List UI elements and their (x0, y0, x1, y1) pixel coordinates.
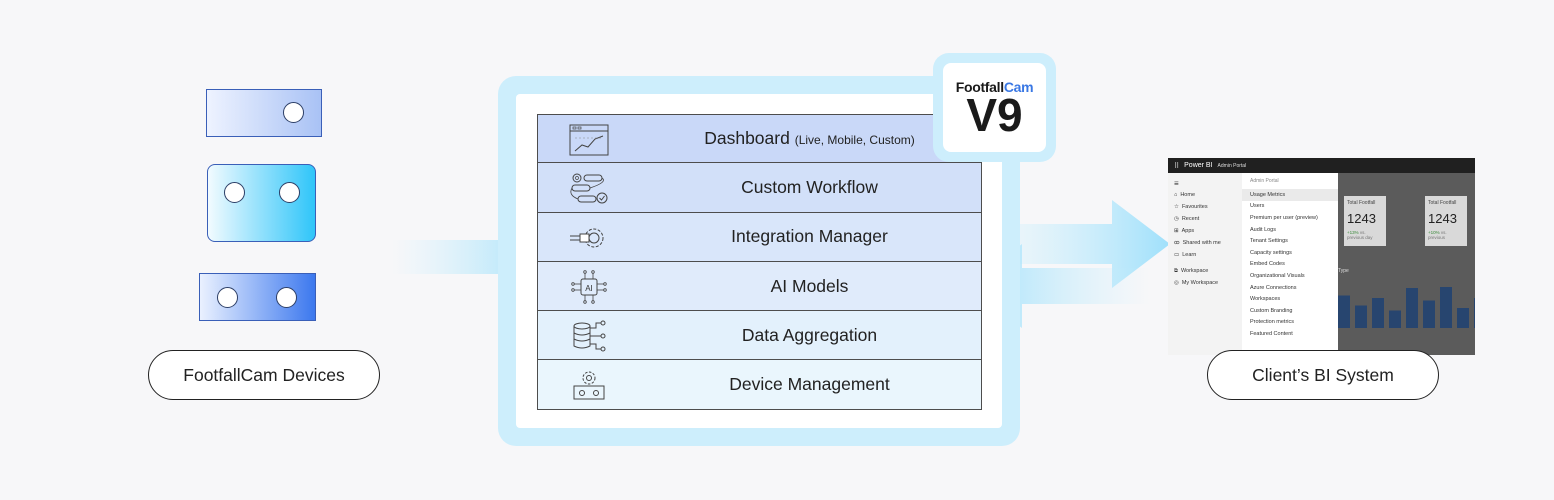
apps-icon: ⊞ (1174, 228, 1179, 234)
bi-top-bar: ⠿ Power BI Admin Portal (1168, 158, 1475, 173)
version-number: V9 (966, 89, 1023, 141)
nav-item: ◷Recent (1174, 216, 1200, 222)
bi-bar (1372, 298, 1384, 328)
bi-bar (1423, 300, 1435, 328)
sensor-lens (276, 287, 297, 308)
bi-bar (1457, 308, 1469, 328)
bi-app-title: Power BI (1184, 162, 1213, 169)
people-icon: ꝏ (1174, 240, 1180, 246)
device-management-icon (573, 371, 605, 400)
sensor-lens (283, 102, 304, 123)
module-data-aggregation: Data Aggregation (537, 311, 982, 361)
nav-item: ☆Favourites (1174, 204, 1208, 210)
module-label: Integration Manager (731, 226, 888, 247)
integration-icon (570, 228, 604, 248)
version-badge-panel: FootfallCam V9 (943, 63, 1046, 152)
workspace-icon: ◎ (1174, 280, 1179, 286)
brand-part2: Cam (1003, 79, 1034, 95)
bi-app-subtitle: Admin Portal (1217, 162, 1247, 169)
module-integration-manager: Integration Manager (537, 212, 982, 262)
workflow-icon (570, 173, 608, 204)
module-ai-models: AI AI Models (537, 261, 982, 312)
brand-logo: FootfallCam (943, 79, 1046, 95)
kpi-card: Total Footfall 1243 +10% vs. previous (1425, 196, 1467, 246)
hamburger-icon: ≡ (1174, 178, 1179, 188)
footfallcam-device-1 (206, 89, 322, 137)
module-label: AI Models (770, 275, 849, 296)
bi-bar (1440, 287, 1452, 328)
bi-system-label: Client’s BI System (1207, 350, 1439, 400)
brand-part1: Footfall (955, 79, 1004, 95)
admin-menu-item: Workspaces (1250, 296, 1281, 303)
nav-item: ◎My Workspace (1174, 280, 1219, 286)
admin-menu-item: Premium per user (preview) (1250, 214, 1318, 221)
dashboard-icon (569, 124, 609, 156)
bi-system-screenshot: ⠿ Power BI Admin Portal ≡ ⌂Home ☆Favouri… (1168, 158, 1475, 355)
admin-menu-item: Audit Logs (1250, 226, 1276, 233)
bi-menu-header: Admin Portal (1250, 178, 1279, 184)
nav-item: ⧉Workspace (1174, 267, 1209, 275)
bi-bar (1474, 298, 1475, 328)
clock-icon: ◷ (1174, 216, 1179, 222)
workspace-icon: ⧉ (1174, 267, 1178, 274)
database-icon (573, 320, 606, 352)
svg-text:AI: AI (585, 284, 593, 293)
devices-label: FootfallCam Devices (148, 350, 380, 400)
nav-item: ⌂Home (1174, 192, 1195, 198)
ai-icon: AI (571, 270, 607, 304)
home-icon: ⌂ (1174, 192, 1178, 198)
kpi-card: Total Footfall 1243 +13% vs. previous da… (1344, 196, 1386, 246)
admin-menu-item: Usage Metrics (1242, 189, 1338, 201)
nav-item: ▭Learn (1174, 252, 1197, 258)
admin-menu-item: Embed Codes (1250, 261, 1285, 268)
admin-menu-item: Organizational Visuals (1250, 272, 1305, 279)
module-stack: Dashboard (Live, Mobile, Custom) Custom … (537, 114, 982, 410)
book-icon: ▭ (1174, 252, 1180, 258)
module-device-management: Device Management (537, 360, 982, 410)
bi-bar (1406, 288, 1418, 328)
bi-bar (1338, 295, 1350, 328)
module-custom-workflow: Custom Workflow (537, 163, 982, 213)
module-sublabel: (Live, Mobile, Custom) (794, 133, 915, 148)
app-launcher-icon: ⠿ (1174, 162, 1180, 170)
bi-bar (1389, 310, 1401, 328)
nav-item: ⊞Apps (1174, 228, 1195, 234)
star-icon: ☆ (1174, 204, 1179, 210)
admin-menu-item: Azure Connections (1250, 284, 1297, 291)
arrow-platform-to-bi (1020, 200, 1170, 288)
sensor-lens (224, 182, 245, 203)
admin-menu-item: Users (1250, 203, 1265, 210)
sensor-lens (279, 182, 300, 203)
module-dashboard: Dashboard (Live, Mobile, Custom) (537, 114, 982, 164)
footfallcam-device-3 (199, 273, 316, 321)
chart-caption: Type (1338, 268, 1349, 274)
module-label: Dashboard (704, 128, 790, 149)
module-label: Data Aggregation (741, 324, 878, 345)
admin-menu-item: Tenant Settings (1250, 238, 1288, 245)
admin-menu-item: Protection metrics (1250, 319, 1295, 326)
bi-bar (1355, 305, 1367, 328)
version-badge: FootfallCam V9 (933, 53, 1056, 162)
bi-report-area: Total Footfall 1243 +13% vs. previous da… (1338, 173, 1475, 355)
admin-menu-item: Featured Content (1250, 330, 1293, 337)
sensor-lens (217, 287, 238, 308)
admin-menu-item: Capacity settings (1250, 249, 1292, 256)
bi-bar-chart (1338, 287, 1475, 328)
module-label: Custom Workflow (741, 176, 878, 197)
footfallcam-device-2 (207, 164, 316, 242)
admin-menu-item: Custom Branding (1250, 307, 1293, 314)
module-label: Device Management (729, 374, 890, 395)
